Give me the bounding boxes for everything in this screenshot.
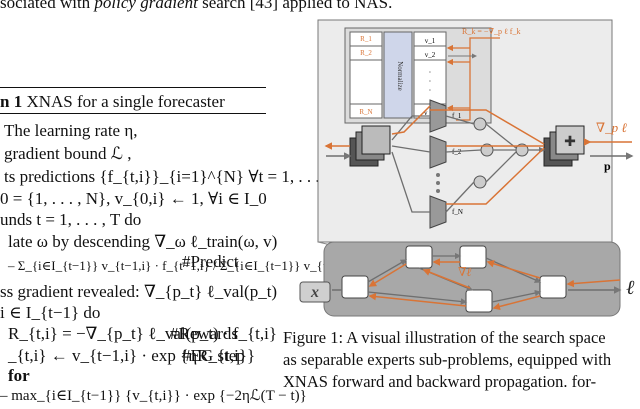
algorithm-header-num: n 1 bbox=[0, 92, 23, 111]
comment-eg-step: #EG step bbox=[182, 346, 245, 365]
network-nodes bbox=[341, 245, 567, 313]
algorithm-line: _{t,i} ← v_{t−1,i} · exp {ηR_{t,i}} bbox=[8, 346, 256, 365]
input-x-label: x bbox=[310, 284, 319, 301]
algorithm-line: – max_{i∈I_{t−1}} {v_{t,i}} · exp {−2ηℒ(… bbox=[0, 388, 307, 404]
algorithm-top-rule bbox=[0, 87, 266, 88]
algorithm-line: ss gradient revealed: ∇_{p_t} ℓ_val(p_t) bbox=[0, 282, 278, 301]
loss-label: ℓ bbox=[626, 277, 635, 299]
reward-line bbox=[456, 37, 500, 121]
expert-label: f_N bbox=[452, 208, 463, 216]
svg-text:✚: ✚ bbox=[564, 135, 576, 150]
algorithm-line: 0 = {1, . . . , N}, v_{0,i} ← 1, ∀i ∈ I_… bbox=[0, 189, 267, 208]
weight-dot: · bbox=[429, 77, 432, 86]
weights-table: Normalize v_1 v_2 · · · v_N R_1 R_2 R_N bbox=[344, 27, 492, 124]
p-label: p bbox=[604, 159, 611, 173]
normalize-label: Normalize bbox=[396, 61, 404, 91]
top-text: sociated with policy gradient search [43… bbox=[0, 0, 392, 13]
top-text-emph: policy gradient bbox=[94, 0, 198, 12]
top-text-prefix: sociated with bbox=[0, 0, 95, 12]
algorithm-line: for bbox=[8, 366, 30, 385]
caption-line: XNAS forward and backward propagation. f… bbox=[283, 372, 597, 391]
reward-label: R_N bbox=[359, 108, 372, 116]
multiply-node bbox=[473, 117, 529, 189]
algorithm-header-rule bbox=[0, 113, 266, 114]
expert-label: f_1 bbox=[452, 112, 462, 120]
expert-ops: f_1 f_2 f_N bbox=[429, 99, 463, 229]
weight-v1: v_1 bbox=[425, 37, 436, 45]
algorithm-line: – Σ_{i∈I_{t−1}} v_{t−1,i} · f_{t−1,i} / … bbox=[8, 258, 354, 273]
algorithm-header: n 1 XNAS for a single forecaster bbox=[0, 92, 225, 112]
weight-dot: · bbox=[429, 86, 432, 95]
algorithm-line: ts predictions {f_{t,i}}_{i=1}^{N} ∀t = … bbox=[4, 167, 343, 186]
algorithm-line: i ∈ I_{t−1} do bbox=[0, 303, 101, 322]
comment-predict: #Predict bbox=[182, 252, 239, 271]
forward-paths bbox=[391, 115, 546, 213]
algorithm-line: late ω by descending ∇_ω ℓ_train(ω, v) bbox=[8, 232, 278, 251]
weight-dot: · bbox=[429, 68, 432, 77]
reward-label: R_1 bbox=[360, 35, 372, 43]
backward-paths bbox=[324, 105, 632, 205]
algorithm-line: R_{t,i} = −∇_{p_t} ℓ_val(p_t) · f_{t,i} bbox=[8, 324, 277, 343]
algorithm-header-title: XNAS for a single forecaster bbox=[26, 92, 225, 111]
weight-v2: v_2 bbox=[425, 51, 436, 59]
grad-l-label: ∇ℓ bbox=[458, 265, 471, 279]
input-tensor bbox=[349, 125, 391, 167]
comment-rewards: #Rewards bbox=[170, 324, 238, 343]
algorithm-line: The learning rate η, bbox=[4, 121, 138, 140]
top-text-suffix: search [43] applied to NAS. bbox=[197, 0, 393, 12]
grad-p-label: ∇_p ℓ bbox=[596, 120, 627, 135]
reward-label: R_2 bbox=[360, 49, 372, 57]
reward-top-label: R_k = −∇_p ℓ f_k bbox=[462, 27, 520, 36]
output-tensor: ✚ bbox=[543, 125, 585, 167]
network-backward-edges bbox=[368, 258, 621, 311]
caption-line: as separable experts sub-problems, equip… bbox=[283, 350, 612, 369]
algorithm-line: unds t = 1, . . . , T do bbox=[0, 210, 142, 229]
input-x-box bbox=[299, 281, 331, 303]
caption-line: Figure 1: A visual illustration of the s… bbox=[283, 328, 606, 347]
algorithm-line: gradient bound ℒ , bbox=[4, 144, 132, 163]
